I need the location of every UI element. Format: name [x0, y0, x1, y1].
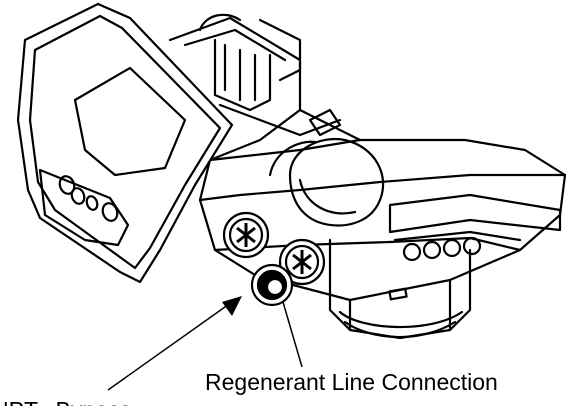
button-bezel: [38, 168, 130, 247]
valve-body: [168, 13, 567, 340]
button-icon: [101, 202, 119, 222]
callout-leaders: [107, 301, 303, 391]
callout-regenerant-line: Regenerant Line Connection: [205, 369, 498, 395]
arrow-head: [222, 296, 242, 316]
button-icon: [70, 187, 86, 205]
fitting-icon: [250, 263, 294, 307]
control-panel: [16, 2, 234, 284]
screw-right: [278, 238, 326, 286]
callout-partial-left: NPT ▸Bypass▸...: [0, 397, 162, 406]
display-screen: [73, 66, 187, 177]
button-icon: [85, 195, 99, 211]
screw-left: [222, 211, 270, 259]
button-icon: [58, 175, 76, 195]
